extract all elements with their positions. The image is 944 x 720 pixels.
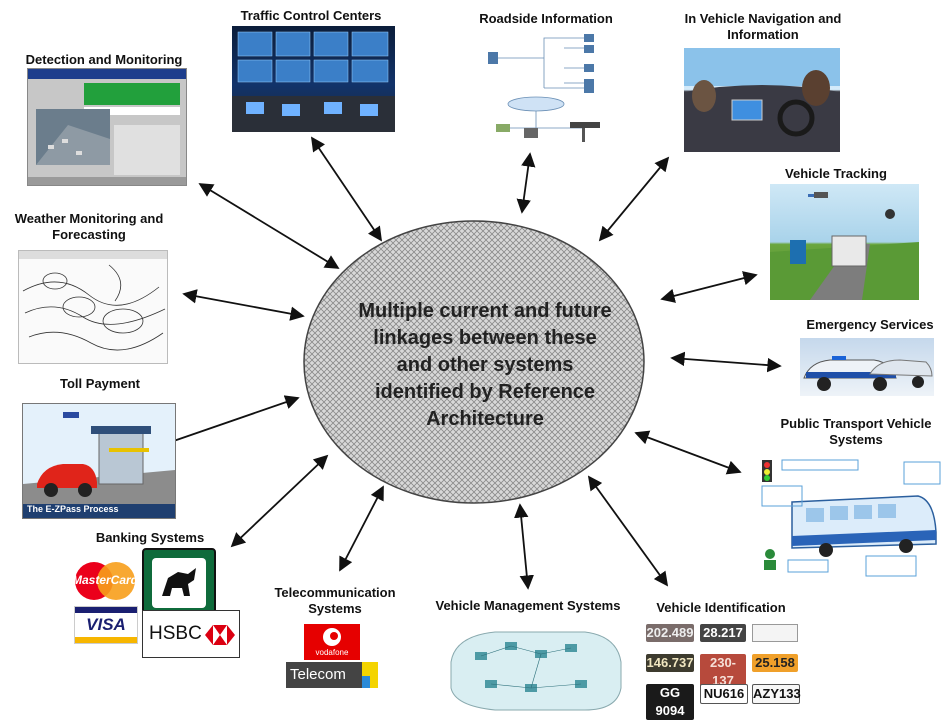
vodafone-logo: vodafone — [304, 624, 360, 660]
arrow-emergency — [670, 351, 782, 373]
hub-line: linkages between these — [373, 327, 597, 349]
arrow-roadside — [516, 152, 536, 214]
label-telecom: Telecommunication Systems — [274, 585, 396, 616]
emergency-vehicles-image — [800, 338, 934, 396]
label-banking: Banking Systems — [95, 530, 205, 545]
arrow-telecom — [339, 485, 384, 572]
plate-blank — [752, 624, 798, 642]
label-traffic-control: Traffic Control Centers — [240, 8, 382, 23]
arrow-toll — [160, 395, 300, 448]
toll-caption: The E-ZPass Process — [27, 504, 119, 514]
hsbc-text: HSBC — [149, 623, 202, 644]
telecom-text: Telecom — [290, 666, 346, 683]
public-transport-image — [758, 456, 943, 580]
telecom-logo: Telecom — [286, 662, 378, 688]
arrow-weather — [182, 289, 305, 321]
label-emergency: Emergency Services — [806, 317, 934, 332]
label-weather: Weather Monitoring and Forecasting — [14, 211, 164, 242]
vehicle-tracking-image — [770, 184, 919, 300]
hsbc-logo: HSBC — [142, 610, 240, 658]
plate: NU616 — [700, 684, 748, 704]
label-in-vehicle-nav: In Vehicle Navigation and Information — [684, 11, 842, 42]
label-toll: Toll Payment — [60, 376, 140, 391]
label-vehicle-id: Vehicle Identification — [656, 600, 786, 615]
arrow-traffic-control — [310, 136, 383, 242]
mastercard-text: MasterCard — [71, 573, 139, 587]
mastercard-logo: MasterCard — [70, 560, 140, 602]
detection-screen-image — [27, 68, 187, 186]
hub-text: Multiple current and future linkages bet… — [320, 298, 650, 433]
arrow-public-transport — [634, 430, 742, 475]
vehicle-network-image — [445, 622, 625, 718]
in-vehicle-image — [684, 48, 840, 152]
plate: 25.158 — [752, 654, 798, 672]
arrow-banking — [230, 454, 329, 548]
traffic-control-image — [232, 26, 395, 132]
arrow-tracking — [660, 271, 758, 303]
roadside-network-image — [474, 28, 614, 146]
plate: 202.489 — [646, 624, 694, 642]
label-public-transport: Public Transport Vehicle Systems — [780, 416, 932, 447]
visa-logo: VISA — [74, 606, 138, 644]
plate: 28.217 — [700, 624, 746, 642]
vodafone-text: vodafone — [315, 648, 349, 657]
plate: 146.737 — [646, 654, 694, 672]
label-vehicle-tracking: Vehicle Tracking — [785, 166, 887, 181]
arrow-vehicle-mgmt — [514, 503, 534, 590]
label-vehicle-mgmt: Vehicle Management Systems — [435, 598, 621, 613]
toll-image: The E-ZPass Process — [22, 403, 176, 519]
plate: AZY133 — [752, 684, 801, 704]
label-roadside-info: Roadside Information — [479, 11, 613, 26]
plate: GG 9094 — [646, 684, 694, 720]
hub-line: Architecture — [426, 408, 544, 430]
weather-map-image — [18, 250, 168, 364]
hub-line: identified by Reference — [374, 381, 596, 403]
arrow-in-vehicle — [598, 156, 670, 242]
arrow-vehicle-id — [587, 475, 669, 587]
central-hub — [303, 220, 645, 504]
visa-text: VISA — [86, 615, 126, 634]
label-detection: Detection and Monitoring — [25, 52, 183, 67]
hub-line: Multiple current and future — [358, 300, 612, 322]
arrow-detection — [198, 183, 340, 269]
hub-line: and other systems — [396, 354, 574, 376]
